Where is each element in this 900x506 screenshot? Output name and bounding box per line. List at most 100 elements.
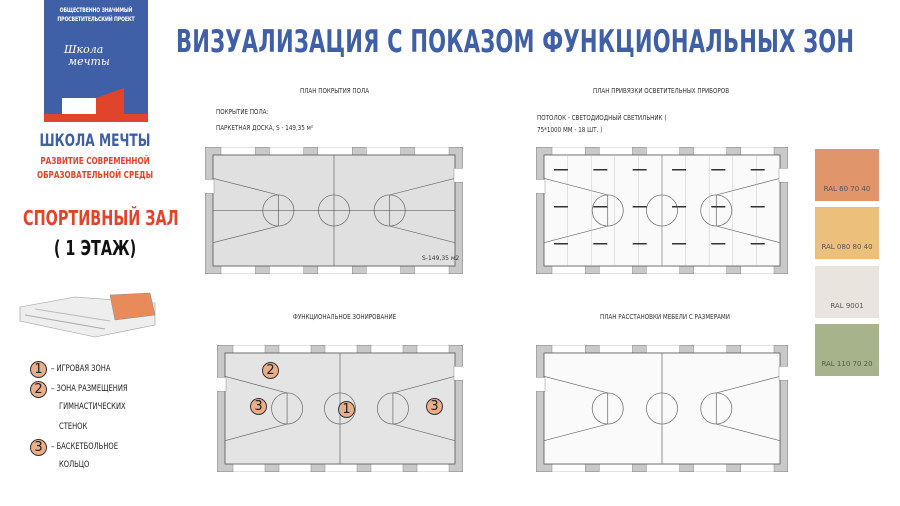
color-swatch: RAL 60 70 40 <box>815 149 879 201</box>
light-fixture <box>750 206 765 208</box>
legend-item-1: 1– ИГРОВАЯ ЗОНА <box>30 361 130 378</box>
window <box>551 345 586 354</box>
window <box>220 147 256 156</box>
window <box>693 265 728 274</box>
door <box>536 179 546 194</box>
window <box>551 463 586 472</box>
light-fixture <box>711 243 726 245</box>
window <box>278 463 312 472</box>
door <box>536 377 546 392</box>
color-swatch: RAL 080 80 40 <box>815 207 879 259</box>
building-3d-thumbnail <box>19 292 156 338</box>
legend-item-2-line3: СТЕНОК <box>59 422 88 432</box>
light-fixture <box>672 243 686 245</box>
window <box>414 147 450 156</box>
key-area <box>543 177 609 244</box>
window <box>365 147 401 156</box>
free-throw-circle <box>591 392 624 425</box>
free-throw-circle <box>700 392 733 425</box>
plan-zoning-title: ФУНКЦИОНАЛЬНОЕ ЗОНИРОВАНИЕ <box>293 313 397 321</box>
window <box>220 265 256 274</box>
logo-line2: ПРОСВЕТИТЕЛЬСКИЙ ПРОЕКТ <box>57 16 135 23</box>
free-throw-circle <box>591 194 624 227</box>
logo-building-icon <box>44 88 148 122</box>
window <box>646 265 680 274</box>
light-fixture <box>593 169 608 171</box>
color-swatch: RAL 110 70 20 <box>815 324 879 376</box>
window <box>365 265 401 274</box>
page-title: ВИЗУАЛИЗАЦИЯ С ПОКАЗОМ ФУНКЦИОНАЛЬНЫХ ЗО… <box>176 24 855 60</box>
free-throw-circle <box>271 392 303 425</box>
door <box>453 366 463 381</box>
window <box>324 463 358 472</box>
window <box>414 265 450 274</box>
plan-furniture-title: ПЛАН РАССТАНОВКИ МЕБЕЛИ С РАЗМЕРАМИ <box>600 313 730 321</box>
light-fixture <box>554 243 568 245</box>
furniture-plan <box>536 345 788 472</box>
window <box>740 463 775 472</box>
window <box>740 265 775 274</box>
window <box>232 345 266 354</box>
light-fixture <box>632 206 647 208</box>
door <box>217 377 227 392</box>
legend-item-3: 3– БАСКЕТБОЛЬНОЕ <box>30 439 140 456</box>
legend-item-2-line2: ГИМНАСТИЧЕСКИХ <box>59 402 126 412</box>
key-area <box>224 375 288 442</box>
logo-line1: ОБЩЕСТВЕННО ЗНАЧИМЫЙ <box>59 7 133 14</box>
area-label: S-149,35 м2 <box>422 255 460 262</box>
door <box>778 366 788 381</box>
window <box>551 147 586 156</box>
window <box>278 345 312 354</box>
window <box>551 265 586 274</box>
light-fixture <box>711 169 726 171</box>
project-logo: ОБЩЕСТВЕННО ЗНАЧИМЫЙ ПРОСВЕТИТЕЛЬСКИЙ ПР… <box>44 0 148 122</box>
light-fixture <box>750 243 765 245</box>
floor-covering-plan <box>205 147 463 274</box>
free-throw-circle <box>377 392 409 425</box>
light-fixture <box>593 243 608 245</box>
window <box>370 345 404 354</box>
window <box>599 265 633 274</box>
light-fixture <box>632 169 647 171</box>
key-area <box>392 375 456 442</box>
zone-marker-3-right: 3 <box>426 398 443 415</box>
brand-sub1: РАЗВИТИЕ СОВРЕМЕННОЙ <box>40 156 150 167</box>
window <box>599 463 633 472</box>
zone-marker-2: 2 <box>262 362 279 379</box>
legend-item-3-line2: КОЛЬЦО <box>59 460 90 470</box>
window <box>269 265 305 274</box>
room-title: СПОРТИВНЫЙ ЗАЛ <box>23 206 179 230</box>
window <box>317 265 353 274</box>
zone-marker-1: 1 <box>338 401 355 418</box>
light-fixture <box>750 169 765 171</box>
door <box>778 168 788 183</box>
center-circle <box>324 392 356 425</box>
zone-marker-3-left: 3 <box>250 398 267 415</box>
plan-lighting-note1: ПОТОЛОК - СВЕТОДИОДНЫЙ СВЕТИЛЬНИК ( <box>537 114 667 122</box>
light-fixture <box>672 206 686 208</box>
plan-floor-note2: ПАРКЕТНАЯ ДОСКА, S - 149,35 м² <box>216 124 314 132</box>
window <box>646 463 680 472</box>
light-fixture <box>632 243 647 245</box>
center-circle <box>646 392 678 425</box>
plan-lighting-title: ПЛАН ПРИВЯЗКИ ОСВЕТИТЕЛЬНЫХ ПРИБОРОВ <box>593 87 730 95</box>
window <box>646 345 680 354</box>
window <box>416 345 450 354</box>
key-area <box>715 177 781 244</box>
window <box>599 147 633 156</box>
window <box>370 463 404 472</box>
plan-lighting-note2: 75*1000 ММ - 18 ШТ. ) <box>537 126 603 134</box>
free-throw-circle <box>700 194 733 227</box>
window <box>646 147 680 156</box>
plan-floor-note1: ПОКРЫТИЕ ПОЛА: <box>216 108 269 116</box>
plan-floor-title: ПЛАН ПОКРЫТИЯ ПОЛА <box>300 87 370 95</box>
window <box>324 345 358 354</box>
window <box>232 463 266 472</box>
window <box>740 147 775 156</box>
key-area <box>715 375 781 442</box>
window <box>740 345 775 354</box>
legend-item-2: 2– ЗОНА РАЗМЕЩЕНИЯ <box>30 381 153 398</box>
window <box>693 345 728 354</box>
light-fixture <box>711 206 726 208</box>
